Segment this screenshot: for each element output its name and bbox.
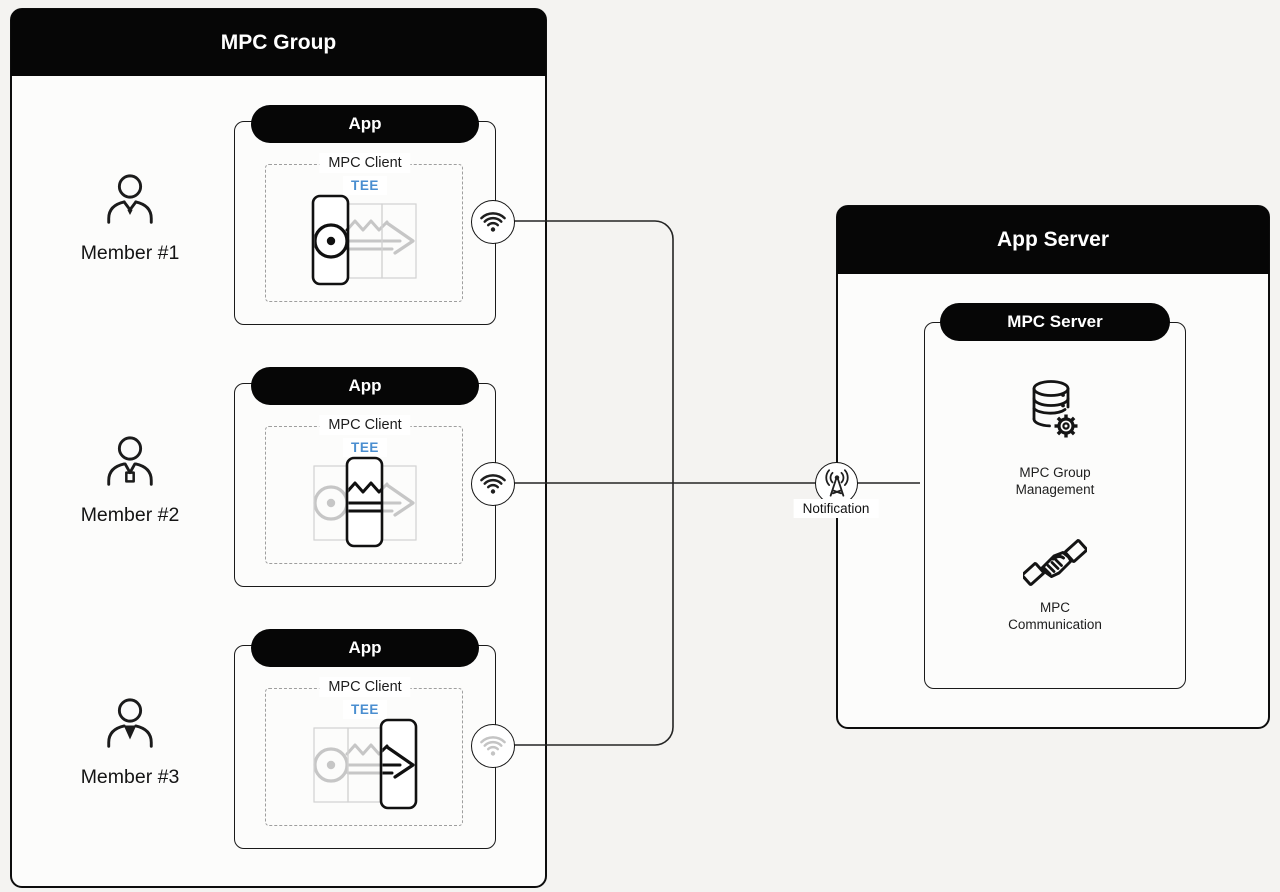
mpc-group-management-label: MPC Group Management — [1015, 465, 1095, 497]
mpc-server-title: MPC Server — [1007, 312, 1103, 331]
mpc-group-header: MPC Group — [11, 9, 546, 76]
database-gear-icon — [1032, 380, 1080, 440]
mpc-server-box: MPC Server — [924, 303, 1186, 689]
app-card-member-1: App MPC Client TEE — [234, 105, 496, 325]
app-server-box: App Server MPC Server — [836, 205, 1270, 729]
member-3-icon — [107, 698, 153, 748]
app-title: App — [348, 376, 382, 395]
member-2-icon — [107, 436, 153, 486]
wifi-icon-member-3 — [471, 724, 515, 768]
app-card-member-2: App MPC Client TEE — [234, 367, 496, 587]
member-1-label: Member #1 — [80, 242, 180, 264]
tee-label: TEE — [342, 700, 388, 719]
app-title: App — [348, 638, 382, 657]
app-server-header: App Server — [837, 206, 1269, 274]
app-card-header: App — [251, 367, 479, 405]
app-card-header: App — [251, 629, 479, 667]
member-2-label: Member #2 — [80, 504, 180, 526]
handshake-icon — [1023, 539, 1087, 586]
app-card-member-3: App MPC Client TEE — [234, 629, 496, 849]
wifi-icon-member-2 — [471, 462, 515, 506]
key-share-icon — [313, 718, 418, 810]
member-3-label: Member #3 — [80, 766, 180, 788]
mpc-client-label: MPC Client — [319, 677, 411, 697]
tee-label: TEE — [342, 438, 388, 457]
app-card-header: App — [251, 105, 479, 143]
mpc-server-header: MPC Server — [940, 303, 1170, 341]
mpc-communication-label: MPC Communication — [1008, 600, 1102, 632]
key-share-icon — [313, 456, 417, 548]
mpc-client-label: MPC Client — [319, 153, 411, 173]
gear-icon — [1052, 412, 1080, 440]
app-title: App — [348, 114, 382, 133]
tee-label: TEE — [342, 176, 388, 195]
mpc-group-box: MPC Group Member #1 Member #2 — [10, 8, 547, 888]
mpc-group-title: MPC Group — [220, 31, 337, 54]
wifi-icon-member-1 — [471, 200, 515, 244]
app-server-title: App Server — [996, 228, 1110, 251]
key-share-icon — [311, 194, 417, 286]
notification-label: Notification — [793, 499, 879, 518]
member-1-icon — [107, 174, 153, 224]
mpc-client-label: MPC Client — [319, 415, 411, 435]
